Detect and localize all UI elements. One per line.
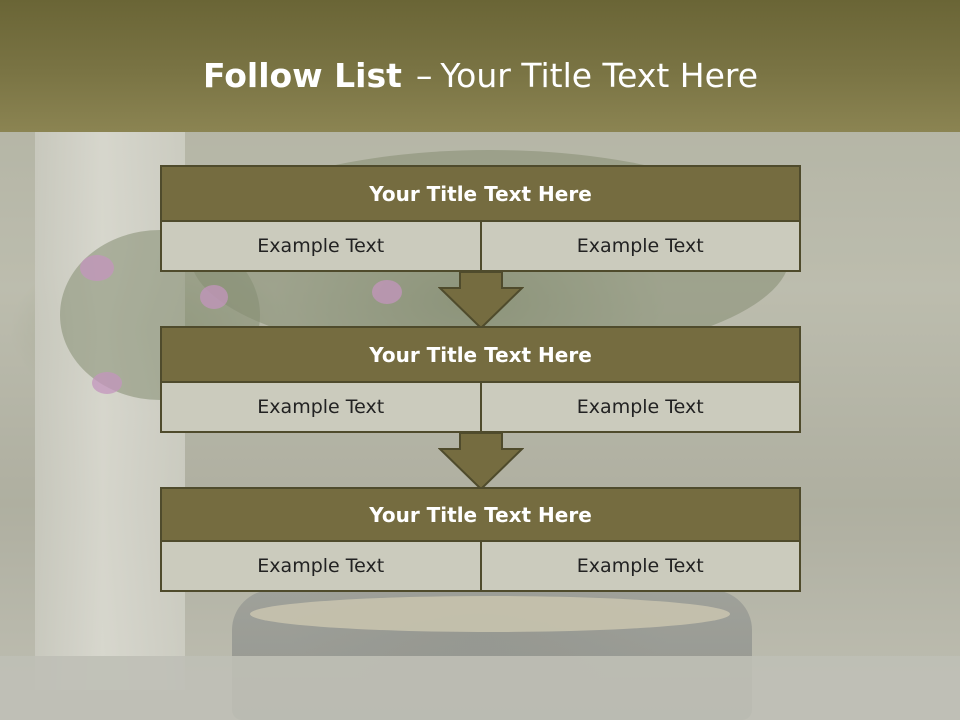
slide-title: Follow List–Your Title Text Here [203,56,758,95]
flow-step-title: Your Title Text Here [160,487,801,542]
flow-step-cell-left: Example Text [160,222,482,272]
background-table [0,656,960,720]
flow-step-row: Example Text Example Text [160,542,801,592]
background-flower [372,280,402,304]
flow-step-2: Your Title Text Here Example Text Exampl… [160,326,801,433]
flow-step-cell-right: Example Text [481,383,801,433]
slide-title-dash: – [415,56,433,95]
flow-step-1: Your Title Text Here Example Text Exampl… [160,165,801,272]
flow-step-title: Your Title Text Here [160,165,801,222]
background-soil [250,596,730,632]
down-arrow-icon [438,432,524,490]
flow-step-title: Your Title Text Here [160,326,801,383]
flow-step-cell-left: Example Text [160,383,482,433]
slide-title-rest: Your Title Text Here [440,56,759,95]
title-bar [0,0,960,132]
flow-step-row: Example Text Example Text [160,222,801,272]
flow-step-cell-right: Example Text [481,542,801,592]
flow-step-cell-left: Example Text [160,542,482,592]
down-arrow-icon [438,271,524,329]
background-flower [200,285,228,309]
background-flower [92,372,122,394]
flow-step-3: Your Title Text Here Example Text Exampl… [160,487,801,592]
background-flower [80,255,114,281]
slide-title-bold: Follow List [203,56,402,95]
flow-step-row: Example Text Example Text [160,383,801,433]
flow-step-cell-right: Example Text [481,222,801,272]
